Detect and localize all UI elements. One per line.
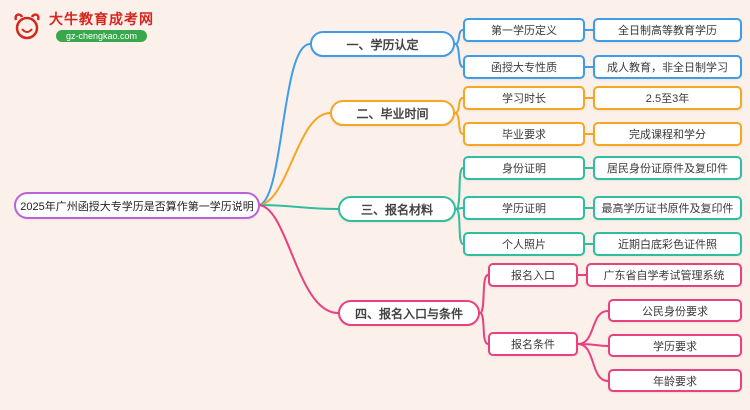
logo-domain: gz-chengkao.com xyxy=(55,30,148,43)
connector-root-branch2 xyxy=(257,112,331,206)
leaf-node-education-proof-value: 最高学历证书原件及复印件 xyxy=(593,196,742,220)
sub-node-identity-proof: 身份证明 xyxy=(463,156,585,180)
sub-node-correspondence-nature: 函授大专性质 xyxy=(463,55,585,79)
connector-branch1-row1 xyxy=(454,29,464,45)
leaf-node-personal-photo-value: 近期白底彩色证件照 xyxy=(593,232,742,256)
root-node: 2025年广州函授大专学历是否算作第一学历说明 xyxy=(14,192,260,219)
leaf-node-study-duration-value: 2.5至3年 xyxy=(593,86,742,110)
sub-node-graduation-requirement: 毕业要求 xyxy=(463,122,585,146)
leaf-node-age-requirement: 年龄要求 xyxy=(608,369,742,392)
connector-branch4-entry xyxy=(479,274,489,314)
connector-conditions-value3 xyxy=(577,343,609,382)
leaf-node-registration-entry-value: 广东省自学考试管理系统 xyxy=(586,263,742,287)
connector-root-branch1 xyxy=(257,43,311,206)
connector-branch2-row1 xyxy=(454,97,464,114)
branch-node-application-materials: 三、报名材料 xyxy=(338,196,456,222)
sub-node-education-proof: 学历证明 xyxy=(463,196,585,220)
logo-title: 大牛教育成考网 xyxy=(49,11,154,27)
sub-node-study-duration: 学习时长 xyxy=(463,86,585,110)
sub-node-registration-entry: 报名入口 xyxy=(488,263,578,287)
connector-root-branch4 xyxy=(257,204,339,314)
connector-root-branch3 xyxy=(257,204,339,210)
sub-node-personal-photo: 个人照片 xyxy=(463,232,585,256)
bull-icon xyxy=(14,13,40,40)
connector-branch3-row3 xyxy=(455,208,464,245)
connector-branch2-row2 xyxy=(454,112,464,135)
sub-node-first-degree-definition: 第一学历定义 xyxy=(463,18,585,42)
sub-node-registration-conditions: 报名条件 xyxy=(488,332,578,356)
connector-branch1-row2 xyxy=(454,43,464,68)
leaf-node-identity-proof-value: 居民身份证原件及复印件 xyxy=(593,156,742,180)
leaf-node-graduation-requirement-value: 完成课程和学分 xyxy=(593,122,742,146)
connector-branch4-conditions xyxy=(479,312,489,345)
site-logo[interactable]: 大牛教育成考网 gz-chengkao.com xyxy=(10,10,154,44)
branch-node-degree-recognition: 一、学历认定 xyxy=(310,31,455,57)
branch-node-registration-entry-conditions: 四、报名入口与条件 xyxy=(338,300,480,326)
leaf-node-citizen-requirement: 公民身份要求 xyxy=(608,299,742,322)
leaf-node-first-degree-definition-value: 全日制高等教育学历 xyxy=(593,18,742,42)
branch-node-graduation-time: 二、毕业时间 xyxy=(330,100,455,126)
connector-conditions-value1 xyxy=(577,310,609,345)
leaf-node-education-requirement: 学历要求 xyxy=(608,334,742,357)
connector-branch3-row1 xyxy=(455,167,464,210)
leaf-node-correspondence-nature-value: 成人教育，非全日制学习 xyxy=(593,55,742,79)
